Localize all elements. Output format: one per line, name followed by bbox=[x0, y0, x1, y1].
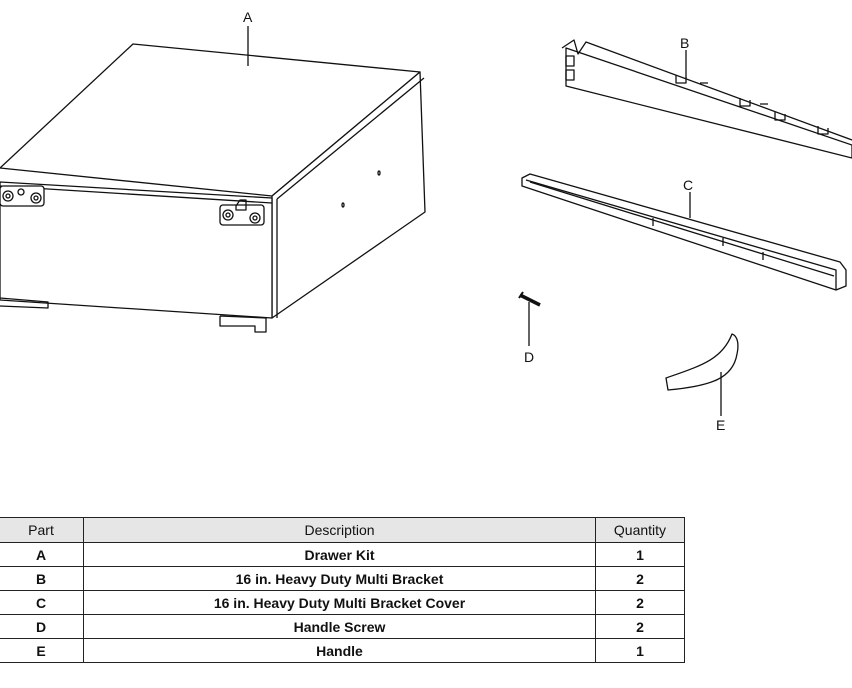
handle-screw-drawing bbox=[518, 291, 541, 346]
cell-part: D bbox=[0, 614, 84, 639]
drawer-kit-drawing bbox=[0, 26, 426, 333]
cell-description: Handle Screw bbox=[83, 614, 596, 639]
handle-drawing bbox=[665, 333, 739, 416]
cell-description: Handle bbox=[83, 638, 596, 663]
table-row: A Drawer Kit 1 bbox=[0, 542, 685, 567]
cell-description: Drawer Kit bbox=[83, 542, 596, 567]
parts-diagram: A B C D E bbox=[0, 9, 852, 433]
label-c: C bbox=[683, 177, 693, 193]
table-row: D Handle Screw 2 bbox=[0, 614, 685, 639]
cell-description: 16 in. Heavy Duty Multi Bracket Cover bbox=[83, 590, 596, 615]
cell-quantity: 2 bbox=[595, 590, 685, 615]
cell-quantity: 2 bbox=[595, 566, 685, 591]
table-row: E Handle 1 bbox=[0, 638, 685, 663]
table-header-row: Part Description Quantity bbox=[0, 517, 685, 543]
cell-quantity: 1 bbox=[595, 542, 685, 567]
label-b: B bbox=[680, 35, 689, 51]
table-row: B 16 in. Heavy Duty Multi Bracket 2 bbox=[0, 566, 685, 591]
header-quantity: Quantity bbox=[595, 517, 685, 543]
bracket-drawing bbox=[561, 39, 852, 159]
cell-quantity: 1 bbox=[595, 638, 685, 663]
header-part: Part bbox=[0, 517, 84, 543]
cell-quantity: 2 bbox=[595, 614, 685, 639]
header-description: Description bbox=[83, 517, 596, 543]
label-d: D bbox=[524, 349, 534, 365]
label-a: A bbox=[243, 9, 253, 25]
cell-part: C bbox=[0, 590, 84, 615]
bracket-cover-drawing bbox=[521, 173, 847, 291]
cell-description: 16 in. Heavy Duty Multi Bracket bbox=[83, 566, 596, 591]
label-e: E bbox=[716, 417, 725, 433]
cell-part: A bbox=[0, 542, 84, 567]
cell-part: B bbox=[0, 566, 84, 591]
cell-part: E bbox=[0, 638, 84, 663]
table-row: C 16 in. Heavy Duty Multi Bracket Cover … bbox=[0, 590, 685, 615]
parts-table: Part Description Quantity A Drawer Kit 1… bbox=[0, 517, 685, 663]
